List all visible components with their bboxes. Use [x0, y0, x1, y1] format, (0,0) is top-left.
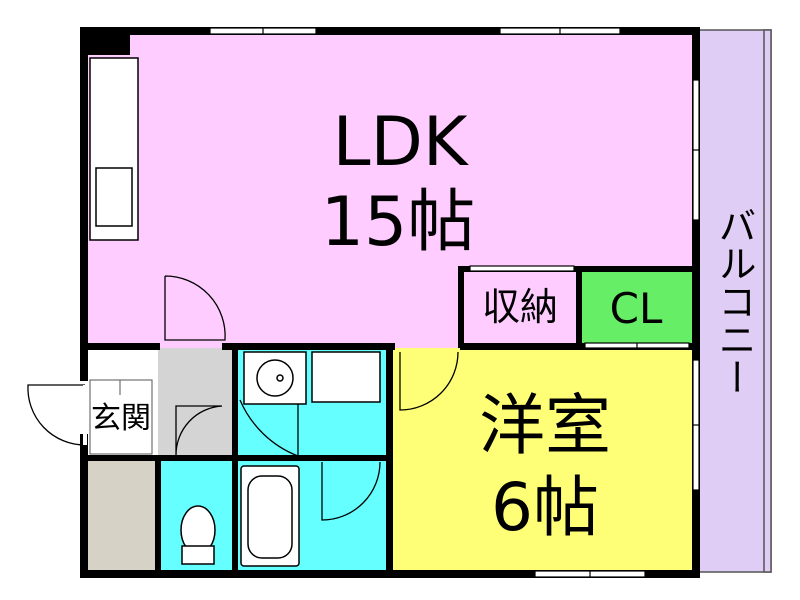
door-swings [27, 275, 459, 521]
entrance-label: 玄関 [91, 401, 151, 436]
ldk-name-label: LDK [333, 103, 470, 182]
washing-machine [311, 351, 381, 403]
closet-floor [580, 270, 693, 344]
kitchen-counter [89, 57, 139, 241]
balcony-area [696, 29, 772, 573]
windows [209, 27, 700, 578]
balcony-label: バルコニー [712, 206, 756, 396]
washbasin [243, 351, 307, 405]
closet-label: CL [610, 284, 663, 333]
western-room-size-label: 6帖 [491, 469, 599, 546]
interior-walls [85, 266, 698, 575]
shoe-storage [85, 460, 160, 570]
storage-floor [463, 270, 580, 344]
entrance-frame [89, 379, 153, 455]
bathtub [240, 465, 300, 567]
ldk-size-label: 15帖 [321, 183, 476, 262]
western-room-floor [390, 348, 693, 570]
balcony-rail [763, 29, 772, 573]
entrance-step [158, 348, 236, 458]
toilet [180, 505, 216, 565]
storage-label: 収納 [482, 285, 558, 329]
western-room-name-label: 洋室 [479, 387, 611, 464]
sliding-doors [469, 265, 690, 349]
